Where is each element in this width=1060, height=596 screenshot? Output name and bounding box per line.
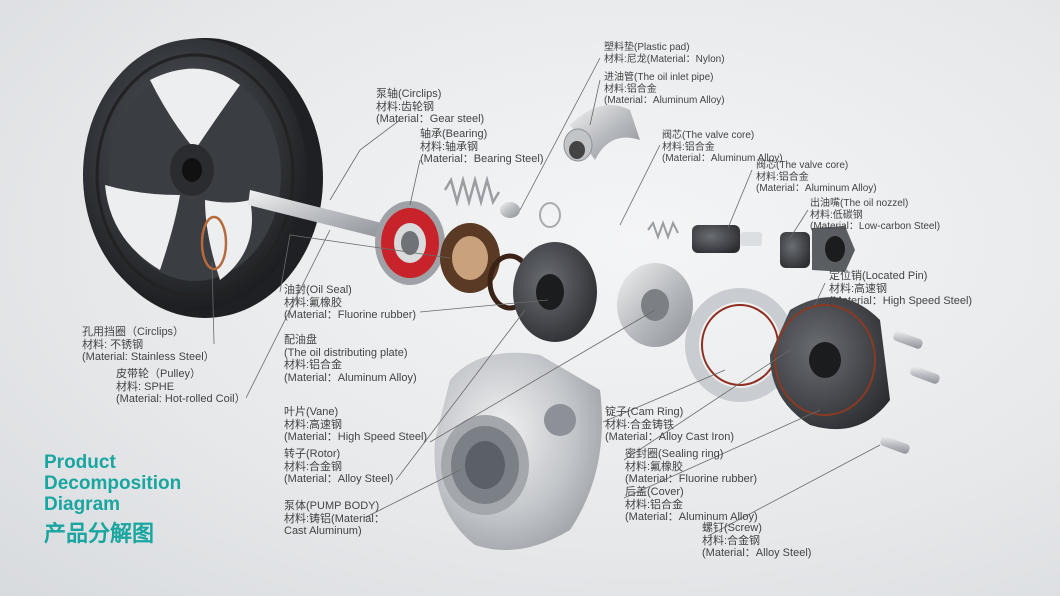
label-circlips-shaft: 泵轴(Circlips)材料:齿轮钢(Material：Gear steel) (376, 88, 485, 125)
nozzel-part (780, 226, 855, 272)
cover-part (770, 297, 890, 430)
label-rotor: 转子(Rotor)材料:合金钢(Material：Alloy Steel) (284, 448, 394, 485)
pump-body-part (434, 352, 602, 550)
label-cam-ring: 锭子(Cam Ring)材料:合金铸铁(Material：Alloy Cast … (605, 406, 734, 443)
label-oil-inlet-pipe: 进油管(The oil inlet pipe)材料:铝合金(Material：A… (604, 72, 725, 106)
diagram-title: Product Decomposition Diagram 产品分解图 (44, 452, 181, 549)
title-line-3: Diagram (44, 494, 121, 515)
pulley-part (83, 38, 323, 318)
title-line-2: Decomposition (44, 473, 182, 494)
label-plastic-pad: 塑料垫(Plastic pad)材料:尼龙(Material：Nylon) (604, 42, 725, 65)
label-screw: 螺钉(Screw)材料:合金钢(Material：Alloy Steel) (702, 522, 812, 559)
title-chinese: 产品分解图 (44, 521, 155, 546)
spring-part (443, 175, 501, 207)
label-bearing: 轴承(Bearing)材料:轴承钢(Material：Bearing Steel… (420, 128, 544, 165)
label-pump-body: 泵体(PUMP BODY)材料:铸铝(Material：Cast Aluminu… (284, 500, 385, 537)
bearing-part (375, 201, 445, 285)
label-circlips-ring: 孔用挡圈（Circlips）材料: 不锈钢(Material: Stainles… (82, 326, 215, 363)
label-vane: 叶片(Vane)材料:高速钢(Material：High Speed Steel… (284, 406, 428, 443)
label-oil-seal: 油封(Oil Seal)材料:氟橡胶(Material：Fluorine rub… (284, 284, 417, 321)
oil-plate-part (513, 242, 597, 342)
label-oil-nozzel: 出油嘴(The oil nozzel)材料:低碳钢(Material：Low-c… (810, 198, 941, 232)
valve-plug-part (500, 202, 520, 218)
label-located-pin: 定位销(Located Pin)材料:高速钢(Material：High Spe… (829, 270, 973, 307)
shaft-part (200, 190, 390, 271)
inlet-pipe-part (563, 105, 640, 162)
leader-lines (211, 57, 881, 537)
label-cover: 后盖(Cover)材料:铝合金(Material：Aluminum Alloy) (625, 486, 758, 523)
label-sealing-ring: 密封圈(Sealing ring)材料:氟橡胶(Material：Fluorin… (625, 448, 758, 485)
title-line-1: Product (44, 452, 116, 473)
label-valve-core-1: 阀芯(The valve core)材料:铝合金(Material：Alumin… (662, 130, 783, 164)
small-washer (539, 202, 561, 228)
label-oil-plate: 配油盘(The oil distributing plate)材料:铝合金(Ma… (284, 334, 417, 384)
screw-parts (880, 331, 940, 454)
valve-core-parts (647, 220, 762, 253)
label-valve-core-2: 阀芯(The valve core)材料:铝合金(Material：Alumin… (756, 160, 877, 194)
label-pulley: 皮带轮（Pulley）材料: SPHE(Material: Hot-rolled… (116, 368, 246, 405)
rotor-part (617, 263, 693, 347)
